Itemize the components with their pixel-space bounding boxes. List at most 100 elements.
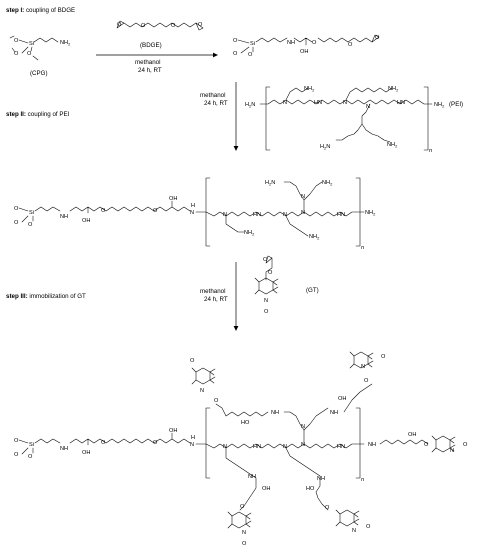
step1-product: O Si O O NH OH O O O <box>233 34 380 58</box>
svg-text:n: n <box>361 245 364 251</box>
step1-arrow: methanol 24 h, RT <box>96 52 218 74</box>
svg-text:O: O <box>348 42 353 48</box>
svg-text:OH: OH <box>300 49 308 55</box>
svg-text:O: O <box>117 22 122 28</box>
svg-text:O: O <box>381 354 386 360</box>
svg-text:O: O <box>366 524 371 530</box>
svg-text:O: O <box>312 40 317 46</box>
svg-text:O: O <box>248 52 253 58</box>
svg-text:H2N: H2N <box>320 144 330 151</box>
svg-text:N: N <box>301 194 305 200</box>
step-2-label: step II: coupling of PEI <box>6 111 70 118</box>
svg-text:N: N <box>301 442 305 448</box>
svg-text:N: N <box>190 210 194 216</box>
svg-text:HN: HN <box>397 100 405 106</box>
svg-text:O: O <box>28 222 33 228</box>
pei-label: (PEI) <box>449 101 463 108</box>
svg-text:O: O <box>28 454 33 460</box>
svg-text:NH: NH <box>368 442 376 448</box>
svg-text:N: N <box>352 528 356 534</box>
step-3-label: step III: immobilization of GT <box>6 293 86 300</box>
svg-text:N: N <box>200 388 204 394</box>
svg-text:N: N <box>283 212 287 218</box>
svg-text:OH: OH <box>169 196 177 202</box>
svg-text:N: N <box>242 530 246 536</box>
svg-text:Si: Si <box>29 210 34 216</box>
svg-text:O: O <box>242 541 247 547</box>
svg-text:O: O <box>27 51 32 57</box>
svg-text:NH2: NH2 <box>309 234 320 241</box>
svg-text:N: N <box>343 100 347 106</box>
svg-text:O: O <box>263 257 268 263</box>
final-product: O Si O O NH OH O O OH N H N HN N N HN n … <box>14 351 468 547</box>
svg-text:O: O <box>424 442 429 448</box>
svg-text:O: O <box>171 23 176 29</box>
svg-text:NH2: NH2 <box>244 230 255 237</box>
svg-text:methanol: methanol <box>135 59 160 66</box>
svg-text:O: O <box>463 442 468 448</box>
svg-text:H2N: H2N <box>265 180 275 187</box>
svg-text:O: O <box>101 208 106 214</box>
svg-text:Si: Si <box>29 41 34 47</box>
pei-structure: H2N N HN N N HN NH2 NH2 H2N NH2 NH2 n (P… <box>245 86 463 154</box>
svg-text:N: N <box>301 424 305 430</box>
svg-text:HN: HN <box>314 100 322 106</box>
svg-text:OH: OH <box>338 396 346 402</box>
svg-text:NH: NH <box>60 446 68 452</box>
svg-text:NH2: NH2 <box>387 142 398 149</box>
svg-text:O: O <box>101 440 106 446</box>
svg-text:O: O <box>233 38 238 44</box>
svg-text:O: O <box>240 504 245 510</box>
svg-text:O: O <box>14 206 19 212</box>
svg-text:OH: OH <box>408 432 416 438</box>
svg-text:NH2: NH2 <box>304 86 315 93</box>
svg-text:N: N <box>361 364 365 370</box>
svg-text:NH2: NH2 <box>365 210 376 217</box>
svg-text:HN: HN <box>337 212 345 218</box>
svg-text:N: N <box>366 104 370 110</box>
svg-text:O: O <box>198 22 203 28</box>
bdge-label: (BDGE) <box>140 42 162 49</box>
svg-text:H2N: H2N <box>245 102 255 109</box>
svg-text:24 h, RT: 24 h, RT <box>204 296 228 303</box>
svg-text:HN: HN <box>337 444 345 450</box>
svg-text:O: O <box>14 38 19 44</box>
svg-text:O: O <box>14 452 19 458</box>
svg-text:H: H <box>191 435 195 441</box>
svg-text:O: O <box>325 505 330 511</box>
bdge-structure: O O O O (BDGE) <box>116 20 204 49</box>
svg-text:NH2: NH2 <box>434 102 445 109</box>
svg-text:NH2: NH2 <box>60 40 71 47</box>
svg-text:HN: HN <box>253 444 261 450</box>
svg-text:N: N <box>223 212 227 218</box>
svg-text:NH: NH <box>248 474 256 480</box>
svg-text:n: n <box>429 148 432 154</box>
svg-text:NH: NH <box>271 410 279 416</box>
svg-text:OH: OH <box>82 218 90 224</box>
svg-text:H: H <box>191 203 195 209</box>
svg-text:O: O <box>14 438 19 444</box>
svg-text:N: N <box>283 444 287 450</box>
svg-text:O: O <box>268 270 273 276</box>
svg-text:methanol: methanol <box>200 92 225 99</box>
svg-text:N: N <box>190 442 194 448</box>
svg-text:O: O <box>214 398 219 404</box>
svg-text:N: N <box>264 298 268 304</box>
svg-text:O: O <box>14 51 19 57</box>
svg-text:NH: NH <box>317 476 325 482</box>
svg-text:O: O <box>153 208 158 214</box>
svg-text:N: N <box>301 210 305 216</box>
svg-text:n: n <box>361 477 364 483</box>
svg-text:24 h, RT: 24 h, RT <box>204 100 228 107</box>
step2-arrow: methanol 24 h, RT <box>200 82 239 151</box>
svg-text:O: O <box>264 309 269 315</box>
svg-text:HO: HO <box>241 420 250 426</box>
svg-text:N: N <box>283 100 287 106</box>
svg-text:O: O <box>153 440 158 446</box>
svg-text:O: O <box>190 358 195 364</box>
svg-text:NH: NH <box>287 40 295 46</box>
svg-text:N: N <box>223 444 227 450</box>
svg-text:N: N <box>450 448 454 454</box>
svg-text:OH: OH <box>82 450 90 456</box>
